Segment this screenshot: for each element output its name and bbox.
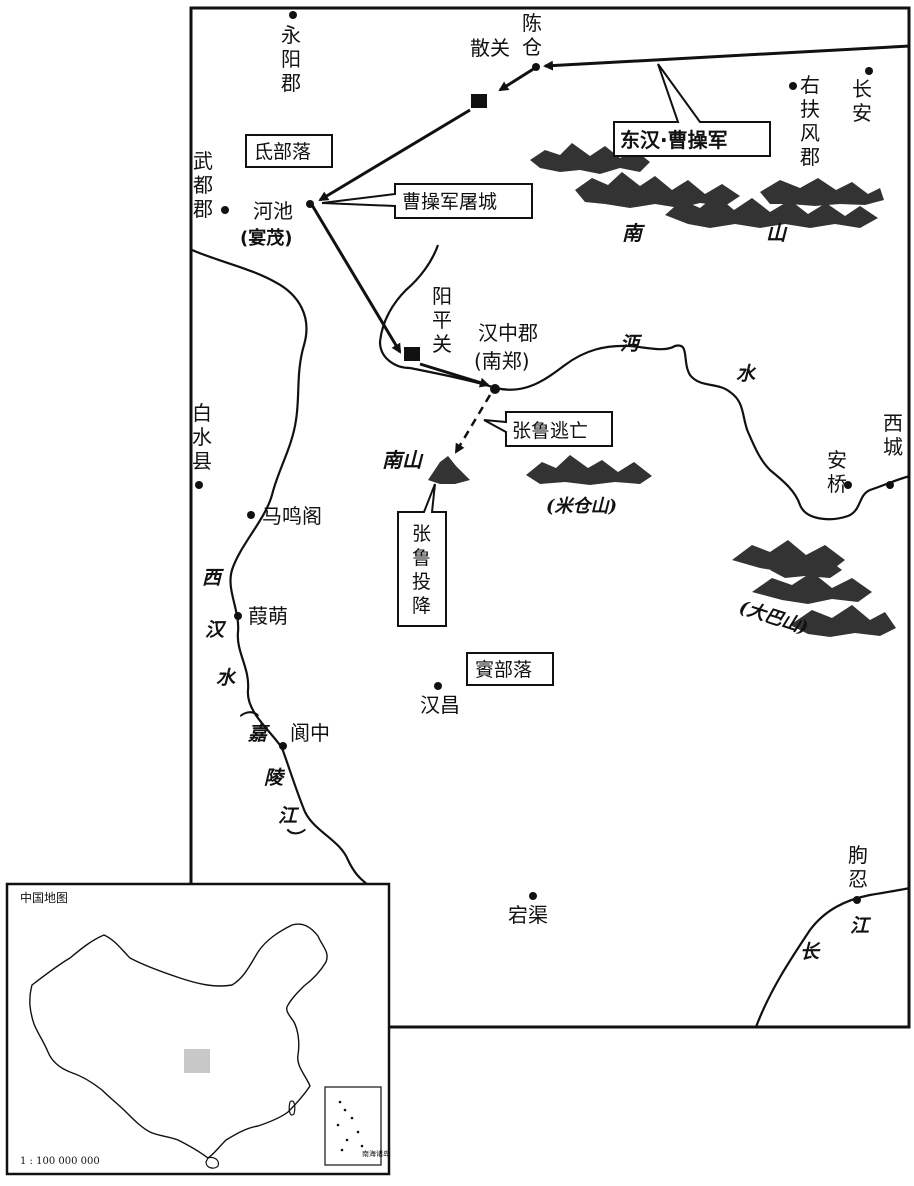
yangping-fort-icon	[404, 347, 420, 361]
label-langzhong: 阆中	[290, 721, 330, 745]
river-label-paren-open: ︵	[239, 698, 259, 720]
inset-china-map: 中国地图 南海诸岛 1 : 100 000 000	[5, 882, 391, 1176]
callout-di-tribe: 氐部落	[245, 134, 333, 168]
callout-cao-tu: 曹操军屠城	[321, 183, 533, 219]
label-changan: 长安	[852, 77, 872, 125]
callout-cao-army: 东汉·曹操军	[613, 63, 771, 157]
dangqu-dot	[529, 892, 537, 900]
yongyang-dot	[289, 11, 297, 19]
label-wudu: 武都郡	[193, 149, 213, 221]
label-maming: 马鸣阁	[262, 504, 322, 528]
label-jiameng: 葭萌	[248, 604, 288, 628]
callout-cong-tribe: 賨部落	[466, 652, 554, 686]
mountain-label-nan: 南	[622, 221, 645, 245]
river-label-chang: 长	[800, 941, 821, 963]
svg-text:张鲁投降: 张鲁投降	[412, 523, 431, 617]
svg-text:东汉·曹操军: 东汉·曹操军	[620, 128, 728, 152]
place-markers	[195, 11, 894, 904]
jiameng-dot	[234, 612, 242, 620]
mountain-label-micang: (米仓山)	[546, 496, 617, 517]
callout-zhang-surrender: 张鲁投降	[397, 483, 447, 627]
daba-mountains	[732, 540, 896, 637]
label-sanguan: 散关	[470, 36, 510, 60]
label-hanzhong-alt: (南郑)	[474, 349, 530, 373]
inset-title: 中国地图	[20, 890, 68, 905]
river-network	[191, 244, 911, 1028]
river-label-paren-close: ︶	[283, 828, 306, 850]
anqiao-dot	[844, 481, 852, 489]
label-hechi: 河池	[253, 199, 293, 223]
china-outline	[29, 923, 328, 1159]
changan-dot	[865, 67, 873, 75]
label-hanchang: 汉昌	[420, 693, 460, 717]
inset-scale: 1 : 100 000 000	[20, 1156, 100, 1167]
river-label-xi: 西	[202, 567, 224, 589]
svg-text:曹操军屠城: 曹操军屠城	[402, 191, 497, 213]
label-dangqu: 宕渠	[508, 903, 548, 927]
youfufeng-dot	[789, 82, 797, 90]
mountain-label-nanshan: 南山	[382, 448, 424, 472]
callout-zhang-flee: 张鲁逃亡	[483, 411, 613, 447]
river-label-ling: 陵	[264, 767, 286, 789]
label-xicheng: 西城	[883, 411, 903, 459]
river-label-jiang2: 江	[850, 915, 872, 937]
nanshan-peak	[428, 456, 470, 484]
wudu-dot	[221, 206, 229, 214]
hechi-dot	[306, 200, 314, 208]
river-label-shui: 水	[216, 667, 237, 689]
label-chencang: 陈仓	[522, 11, 542, 59]
hainan-outline	[205, 1156, 219, 1169]
label-anqiao: 安桥	[827, 448, 847, 496]
river-label-jia: 嘉	[247, 723, 270, 745]
hanchang-dot	[434, 682, 442, 690]
inset-south-sea-label: 南海诸岛	[362, 1149, 390, 1158]
label-hanzhong: 汉中郡	[478, 321, 538, 345]
river-label-mian: 沔	[620, 333, 643, 355]
qurang-dot	[853, 896, 861, 904]
inset-south-sea-box	[324, 1086, 382, 1166]
label-youfufeng: 右扶风郡	[800, 73, 820, 169]
maming-dot	[247, 511, 255, 519]
river-label-jiang: 江	[278, 805, 300, 827]
svg-text:张鲁逃亡: 张鲁逃亡	[512, 420, 588, 442]
xicheng-dot	[886, 481, 894, 489]
taiwan-outline	[288, 1100, 296, 1116]
river-label-mian-shui: 水	[736, 363, 757, 385]
baishui-dot	[195, 481, 203, 489]
sanguan-fort-icon	[471, 94, 487, 108]
svg-text:賨部落: 賨部落	[475, 659, 532, 681]
label-yongyang: 永阳郡	[281, 23, 301, 95]
cao-army-route	[310, 44, 911, 388]
map-frame	[189, 6, 911, 1029]
hanzhong-dot	[490, 384, 500, 394]
mountain-label-shan: 山	[766, 221, 788, 245]
label-hechi-alt: (宴茂)	[240, 227, 292, 249]
langzhong-dot	[279, 742, 287, 750]
label-yangping: 阳平关	[432, 284, 452, 356]
inset-study-area	[184, 1049, 210, 1073]
chencang-dot	[532, 63, 540, 71]
label-qurang: 朐忍	[848, 843, 868, 891]
micang-mountains	[526, 455, 652, 485]
svg-text:氐部落: 氐部落	[254, 141, 311, 163]
river-label-han: 汉	[205, 619, 227, 641]
nanshan-mountains	[530, 143, 884, 228]
label-baishui: 白水县	[192, 401, 212, 473]
zhang-lu-flight	[454, 394, 492, 454]
south-sea-islands	[336, 1100, 364, 1152]
